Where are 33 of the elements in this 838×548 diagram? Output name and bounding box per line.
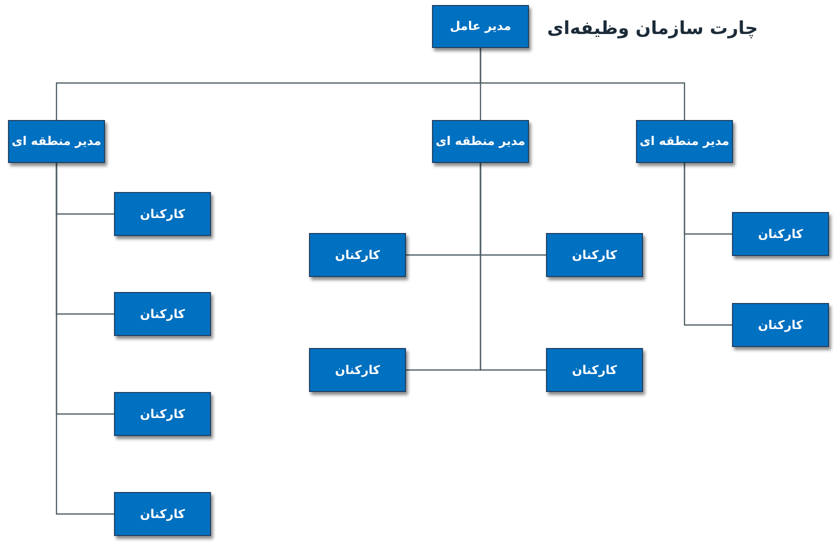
org-chart-box — [309, 233, 406, 277]
box-label: مدیر منطقه ای — [640, 134, 730, 149]
connector-line — [480, 48, 686, 120]
box-label: کارکنان — [140, 306, 186, 322]
box-label: کارکنان — [140, 506, 186, 522]
org-chart-box — [636, 120, 733, 163]
box-label: کارکنان — [334, 362, 380, 378]
org-chart-box — [114, 492, 211, 536]
org-chart-box — [732, 303, 829, 347]
org-chart-box — [546, 233, 643, 277]
connector-line — [684, 163, 732, 326]
connector-line — [56, 163, 114, 515]
box-label: کارکنان — [758, 226, 804, 242]
box-label: کارکنان — [140, 206, 186, 222]
org-chart-box — [309, 348, 406, 392]
connector-line — [480, 163, 546, 371]
box-label: کارکنان — [334, 248, 380, 262]
box-label: مدیر عامل — [450, 19, 512, 34]
org-chart-box — [114, 192, 211, 236]
box-label: مدیر منطقه ای — [12, 134, 102, 149]
org-chart-box — [432, 5, 529, 48]
org-chart-box — [114, 392, 211, 436]
org-chart-box — [8, 120, 105, 163]
org-chart-box — [432, 120, 529, 163]
box-label: کارکنان — [572, 248, 618, 262]
box-label: مدیر منطقه ای — [436, 134, 526, 149]
chart-title: چارت سازمان وظیفه‌ای — [547, 17, 758, 41]
box-label: کارکنان — [140, 406, 186, 422]
org-chart-box — [732, 212, 829, 256]
box-label: کارکنان — [758, 318, 804, 332]
org-chart-box — [114, 292, 211, 336]
org-chart-box — [546, 348, 643, 392]
box-label: کارکنان — [572, 362, 618, 378]
